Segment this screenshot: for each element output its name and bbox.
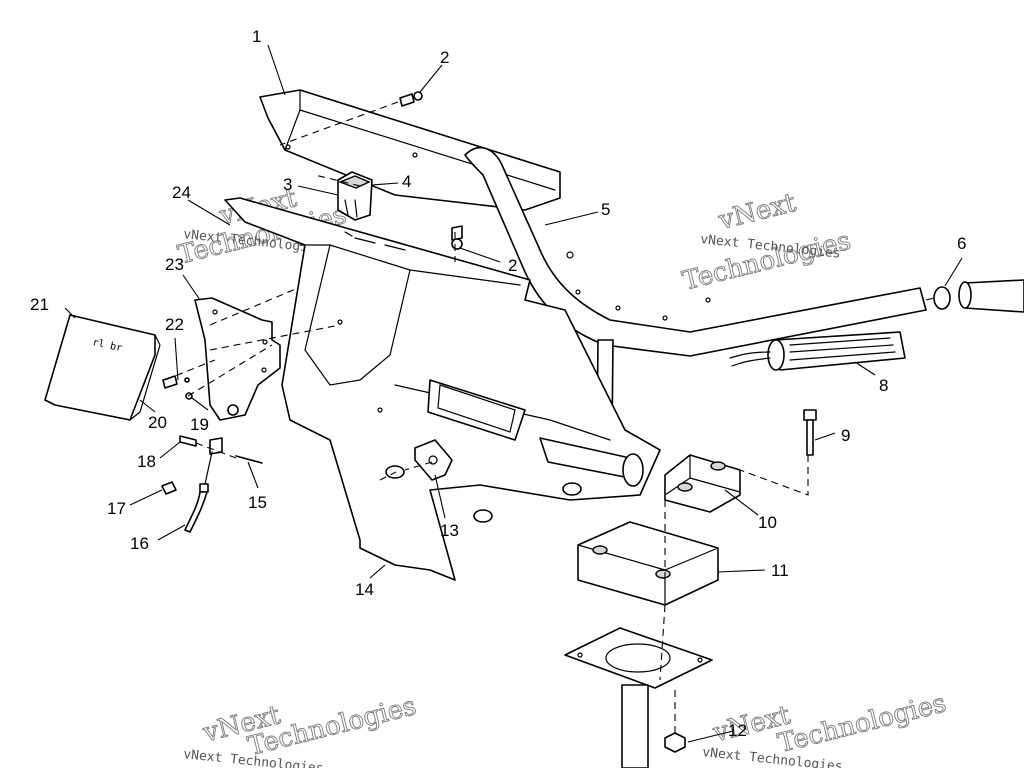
callout-14: 14 xyxy=(355,580,374,599)
switch-assembly xyxy=(337,171,373,221)
callout-labels: 1 2 2 3 4 5 6 8 9 10 11 12 13 14 15 16 1… xyxy=(30,27,966,740)
watermark-big-8: Technologies xyxy=(775,688,949,759)
headlight-cover xyxy=(259,89,561,211)
hand-grip xyxy=(729,331,906,371)
callout-4: 4 xyxy=(402,172,411,191)
steering-nut xyxy=(664,732,686,753)
callout-18: 18 xyxy=(137,452,156,471)
callout-12: 12 xyxy=(728,721,747,740)
callout-2-middle: 2 xyxy=(508,256,517,275)
decal-plate: rl br xyxy=(44,314,161,421)
upper-clamp xyxy=(664,454,741,513)
clamp-bolt xyxy=(803,409,817,456)
bar-end-plug xyxy=(933,279,1024,313)
watermark-top-right: vNext Technologies xyxy=(679,187,854,297)
callout-16: 16 xyxy=(130,534,149,553)
callout-21: 21 xyxy=(30,295,49,314)
callout-23: 23 xyxy=(165,255,184,274)
callout-1: 1 xyxy=(252,27,261,46)
mounting-bracket xyxy=(194,297,281,421)
callout-19: 19 xyxy=(190,415,209,434)
callout-9: 9 xyxy=(841,426,850,445)
callout-22: 22 xyxy=(165,315,184,334)
lower-clamp xyxy=(577,521,719,606)
callout-6: 6 xyxy=(957,234,966,253)
throttle-plate xyxy=(414,439,453,481)
callout-5: 5 xyxy=(601,200,610,219)
leader-lines xyxy=(64,44,963,743)
assembly-lines xyxy=(164,101,935,735)
callout-17: 17 xyxy=(107,499,126,518)
steering-plate xyxy=(564,627,713,768)
callout-8: 8 xyxy=(879,376,888,395)
callout-20: 20 xyxy=(148,413,167,432)
throttle-cable xyxy=(184,451,213,533)
callout-11: 11 xyxy=(771,561,789,580)
handlebar-pod xyxy=(224,197,711,581)
callout-2-top: 2 xyxy=(440,48,449,67)
callout-13: 13 xyxy=(440,521,459,540)
callout-10: 10 xyxy=(758,513,777,532)
callout-3: 3 xyxy=(283,175,292,194)
callout-24: 24 xyxy=(172,183,191,202)
callout-15: 15 xyxy=(248,493,267,512)
small-fasteners xyxy=(161,375,263,495)
clamp-knurl xyxy=(539,437,644,487)
watermark-big-3: vNext xyxy=(715,188,799,236)
